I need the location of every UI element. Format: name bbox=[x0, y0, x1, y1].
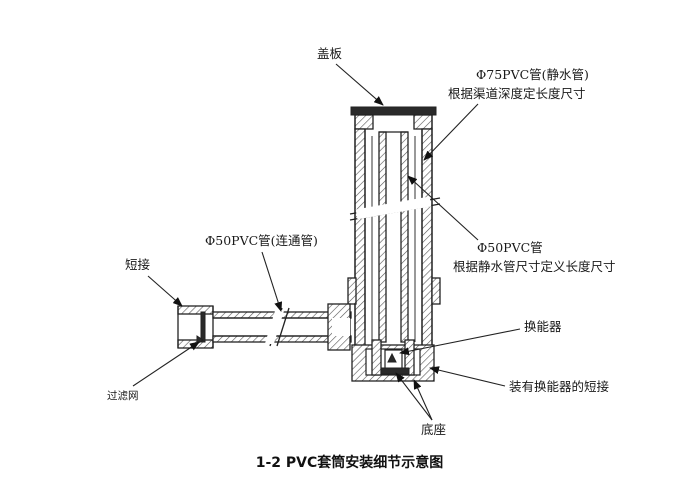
base-assembly bbox=[351, 339, 435, 382]
transducer-label: 换能器 bbox=[524, 319, 562, 334]
pipe50-inner-callout: Φ50PVC管 根据静水管尺寸定义长度尺寸 bbox=[407, 175, 616, 274]
short-joint-callout: 短接 bbox=[125, 257, 183, 307]
short-joint-label: 短接 bbox=[125, 257, 151, 272]
joint-transducer-callout: 装有换能器的短接 bbox=[429, 366, 610, 394]
pipe75-label-line1: Φ75PVC管(静水管) bbox=[476, 67, 589, 82]
base-label: 底座 bbox=[421, 422, 446, 437]
pipe50-connect-label: Φ50PVC管(连通管) bbox=[205, 233, 318, 248]
pipe50-label-line2: 根据静水管尺寸定义长度尺寸 bbox=[453, 259, 616, 274]
cover-plate bbox=[350, 106, 437, 116]
joint-transducer-label: 装有换能器的短接 bbox=[509, 379, 610, 394]
cover-plate-label: 盖板 bbox=[317, 46, 343, 61]
connecting-pipe-50 bbox=[177, 303, 352, 351]
pipe75-callout: Φ75PVC管(静水管) 根据渠道深度定长度尺寸 bbox=[423, 67, 589, 161]
break-lines-vertical bbox=[349, 196, 441, 221]
filter-net bbox=[200, 311, 206, 343]
pipe75-label-line2: 根据渠道深度定长度尺寸 bbox=[448, 86, 586, 101]
base-callout: 底座 bbox=[395, 372, 446, 437]
inner-pipe-50 bbox=[371, 131, 416, 343]
transducer-callout: 换能器 bbox=[399, 319, 562, 356]
figure-caption: 1-2 PVC套筒安装细节示意图 bbox=[255, 455, 444, 471]
pipe50-connect-callout: Φ50PVC管(连通管) bbox=[205, 233, 318, 312]
stilling-pipe-75 bbox=[347, 106, 441, 363]
filter-net-label: 过滤网 bbox=[107, 389, 139, 402]
cover-plate-callout: 盖板 bbox=[317, 46, 384, 106]
pipe50-label-line1: Φ50PVC管 bbox=[477, 240, 543, 255]
filter-net-callout: 过滤网 bbox=[107, 341, 200, 402]
